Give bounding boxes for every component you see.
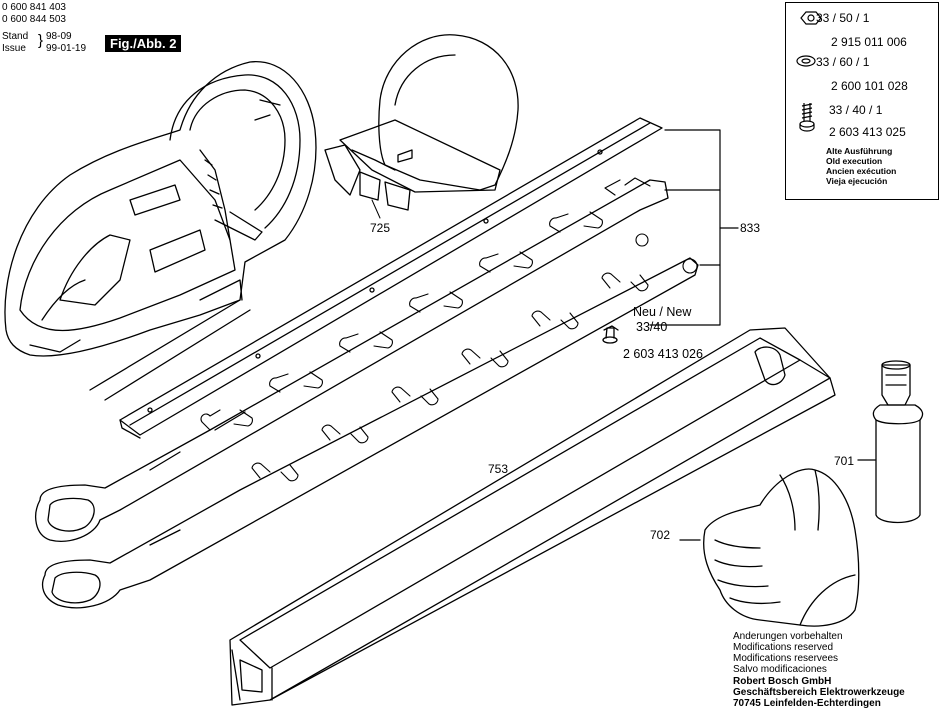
company-division: Geschäftsbereich Elektrowerkzeuge [733, 687, 905, 698]
legend-box: 33 / 50 / 1 2 915 011 006 33 / 60 / 1 2 … [785, 2, 939, 200]
label-701: 701 [834, 454, 855, 468]
label-833: 833 [740, 221, 761, 235]
legend-part-3: 2 603 413 025 [829, 125, 906, 139]
note-de: Anderungen vorbehalten [733, 631, 843, 642]
company-address: 70745 Leinfelden-Echterdingen [733, 698, 881, 709]
stand-label: Stand [2, 31, 29, 42]
company-name: Robert Bosch GmbH [733, 676, 832, 687]
old-execution-fr: Ancien exécution [826, 166, 897, 176]
rail-drawing [119, 117, 663, 439]
hex-nut-icon [800, 11, 822, 25]
guard-725-drawing [324, 34, 519, 211]
issue-date: 99-01-19 [46, 43, 87, 54]
figure-label: Fig./Abb. 2 [105, 35, 182, 52]
note-es: Salvo modificaciones [733, 664, 827, 675]
legend-code-2: 33 / 60 / 1 [816, 55, 870, 69]
note-en: Modifications reserved [733, 642, 834, 653]
housing-drawing [4, 61, 317, 401]
new-screw-label: Neu / New [633, 305, 692, 319]
stand-date: 98-09 [46, 31, 72, 42]
brace: } [38, 32, 44, 49]
old-execution-en: Old execution [826, 156, 883, 166]
old-execution-de: Alte Ausführung [826, 146, 893, 156]
leader-lines [371, 199, 381, 219]
upper-blade-drawing [35, 177, 669, 542]
lower-blade-drawing [42, 233, 699, 609]
header-part-number-1: 0 600 841 403 [2, 2, 66, 13]
old-execution-es: Vieja ejecución [826, 176, 888, 186]
bracket-833 [649, 129, 739, 326]
header-part-number-2: 0 600 844 503 [2, 14, 66, 25]
new-screw-part-number: 2 603 413 026 [623, 347, 703, 361]
issue-label: Issue [2, 43, 26, 54]
new-screw-drawing [602, 325, 619, 344]
legend-code-1: 33 / 50 / 1 [816, 11, 870, 25]
legend-part-2: 2 600 101 028 [831, 79, 908, 93]
oil-bottle-drawing [857, 360, 924, 524]
note-fr: Modifications reservees [733, 653, 839, 664]
glove-drawing [679, 468, 860, 627]
legend-code-3: 33 / 40 / 1 [829, 103, 883, 117]
screw-icon [799, 103, 815, 132]
label-725: 725 [370, 221, 391, 235]
new-screw-code: 33/40 [636, 320, 668, 334]
label-702: 702 [650, 528, 671, 542]
washer-icon [796, 55, 816, 67]
legend-part-1: 2 915 011 006 [831, 35, 907, 49]
case-753-drawing [229, 327, 836, 706]
label-753: 753 [488, 462, 509, 476]
